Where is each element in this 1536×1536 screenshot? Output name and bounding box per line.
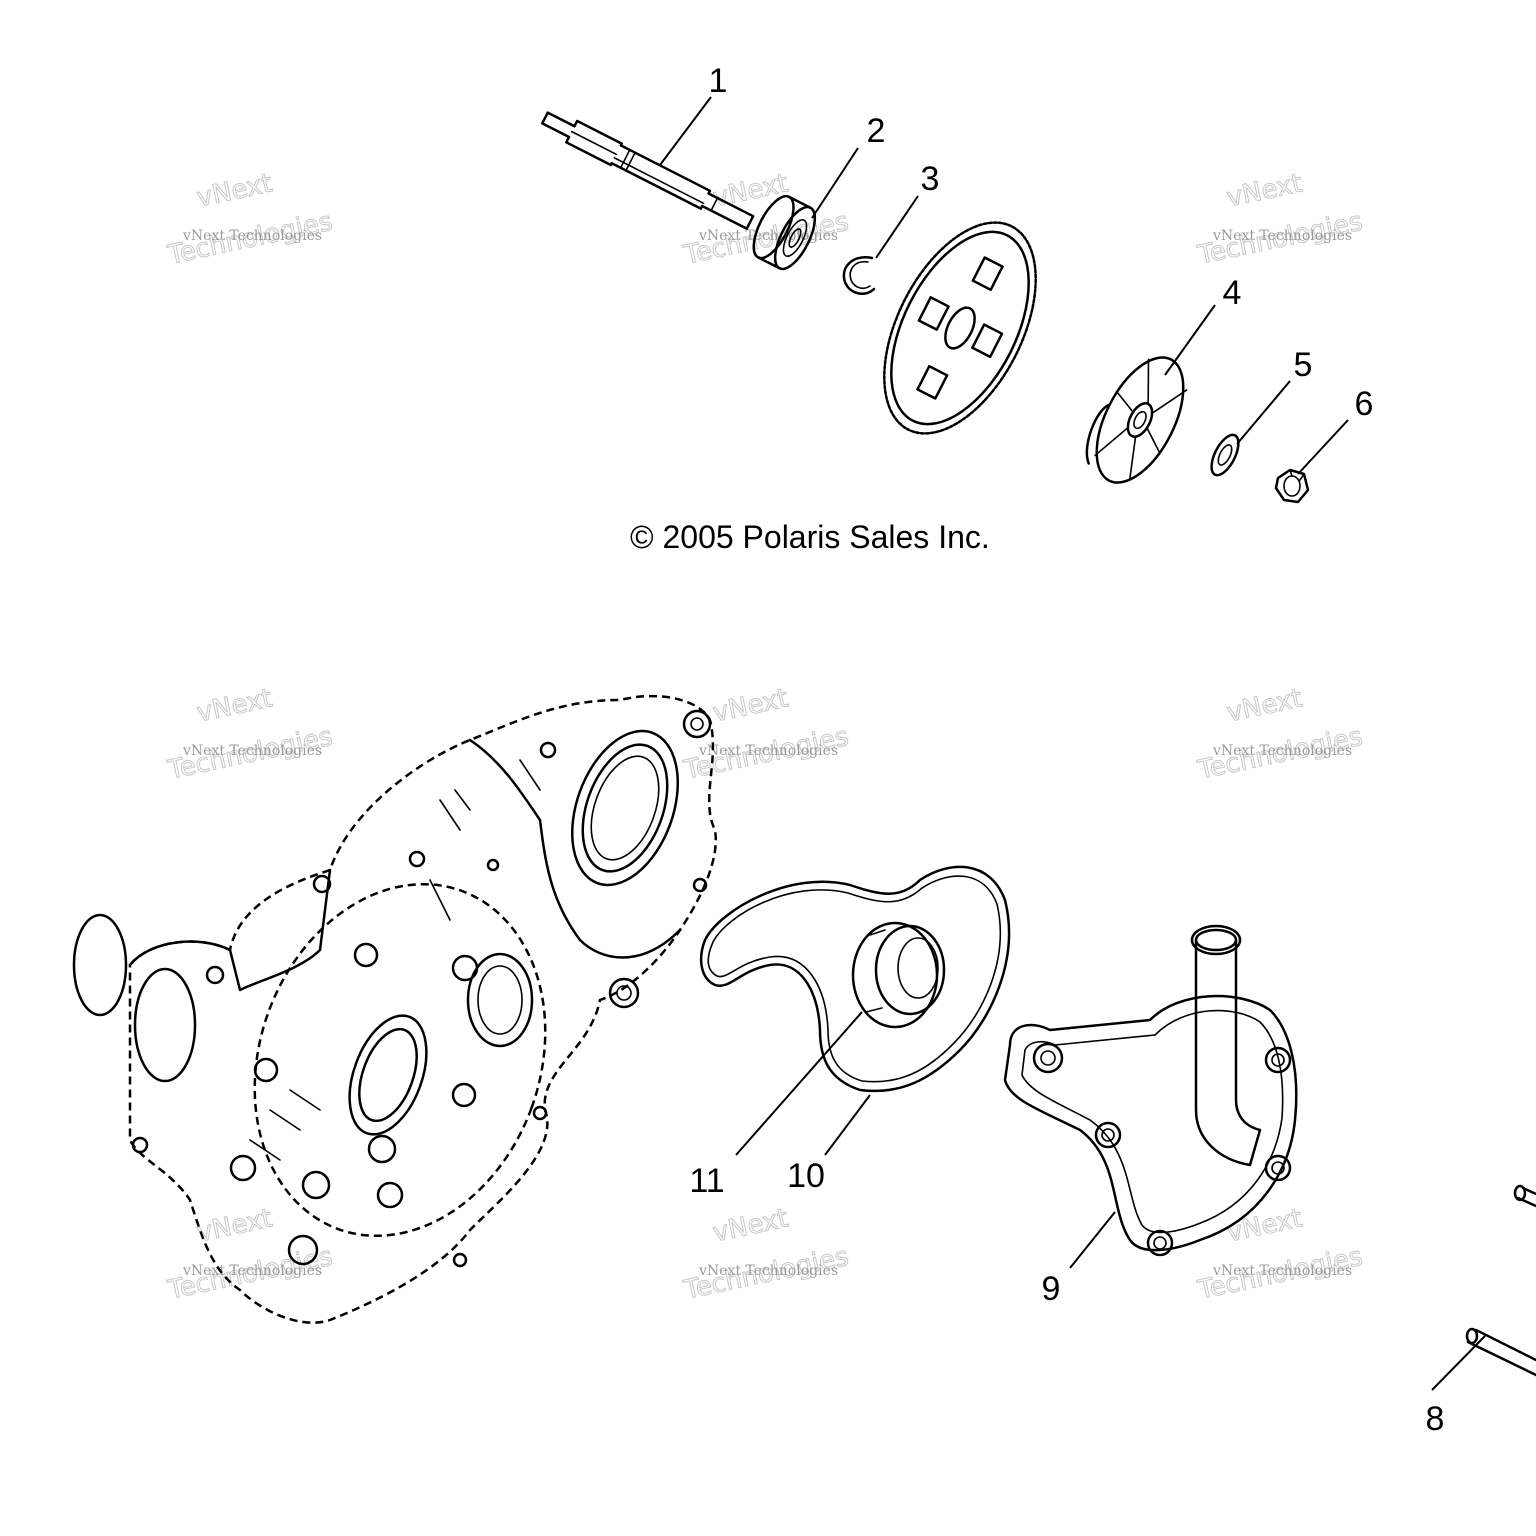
callout-4[interactable]: 4	[1223, 274, 1242, 312]
snap-ring-part[interactable]	[842, 256, 876, 295]
watermark-text: vNext Technologies	[182, 1263, 322, 1279]
watermark: vNext Technologies	[164, 683, 336, 787]
callout-5[interactable]: 5	[1294, 346, 1313, 384]
svg-text:vNext: vNext	[1224, 1203, 1305, 1248]
gasket-part[interactable]	[699, 865, 1011, 1093]
watermark-text: vNext Technologies	[182, 743, 322, 759]
callout-labels: 1 2 3 4 5 6 8 9 10 11	[689, 62, 1444, 1438]
callout-6[interactable]: 6	[1355, 385, 1374, 423]
svg-text:vNext: vNext	[1224, 168, 1305, 213]
svg-text:vNext: vNext	[194, 1203, 275, 1248]
callout-2[interactable]: 2	[867, 112, 886, 150]
watermark: vNext Technologies	[164, 1203, 336, 1307]
watermark: vNext Technologies	[1194, 168, 1366, 272]
dowel-pin-part[interactable]	[1465, 1184, 1536, 1377]
watermark-text: vNext Technologies	[698, 228, 838, 244]
svg-text:vNext: vNext	[194, 683, 275, 728]
watermark: vNext Technologies	[164, 168, 336, 272]
gear-part[interactable]	[853, 198, 1067, 457]
watermark: vNext Technologies	[680, 168, 852, 272]
nut-part[interactable]	[1274, 468, 1310, 504]
watermark: vNext Technologies	[1194, 683, 1366, 787]
leader-lines	[659, 96, 1486, 1391]
watermark-text: vNext Technologies	[698, 743, 838, 759]
watermark-text: vNext Technologies	[698, 1263, 838, 1279]
callout-8[interactable]: 8	[1426, 1400, 1445, 1438]
callout-1[interactable]: 1	[709, 62, 728, 100]
copyright-text: © 2005 Polaris Sales Inc.	[630, 519, 990, 555]
watermark-text: vNext Technologies	[182, 228, 322, 244]
svg-text:vNext: vNext	[710, 1203, 791, 1248]
svg-text:vNext: vNext	[710, 168, 791, 213]
callout-9[interactable]: 9	[1042, 1270, 1061, 1308]
watermark-group: vNext Technologies vNext Technologies vN…	[164, 168, 1366, 1307]
svg-text:vNext: vNext	[194, 168, 275, 213]
washer-part[interactable]	[1206, 431, 1244, 479]
callout-3[interactable]: 3	[921, 160, 940, 198]
watermark-text: vNext Technologies	[1212, 743, 1352, 759]
callout-10[interactable]: 10	[787, 1157, 825, 1195]
impeller-part[interactable]	[1074, 341, 1201, 496]
engine-case-part	[72, 694, 718, 1324]
watermark-text: vNext Technologies	[1212, 1263, 1352, 1279]
shaft-part[interactable]	[540, 107, 756, 233]
watermark: vNext Technologies	[1194, 1203, 1366, 1307]
seal-part[interactable]	[851, 921, 946, 1029]
watermark-text: vNext Technologies	[1212, 228, 1352, 244]
callout-11[interactable]: 11	[689, 1162, 724, 1200]
svg-text:vNext: vNext	[710, 683, 791, 728]
bearing-part[interactable]	[746, 190, 823, 274]
watermark: vNext Technologies	[680, 1203, 852, 1307]
water-pump-cover-part[interactable]	[1003, 924, 1298, 1257]
svg-text:vNext: vNext	[1224, 683, 1305, 728]
